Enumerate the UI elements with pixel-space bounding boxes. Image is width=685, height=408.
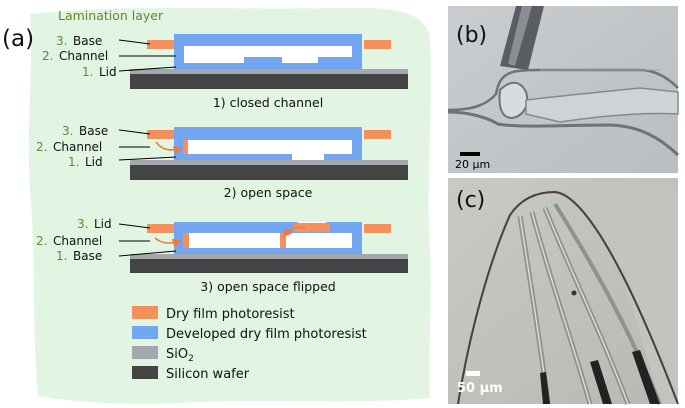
label-text: Base bbox=[79, 124, 108, 138]
label-text: Lid bbox=[94, 217, 112, 231]
label-text: Channel bbox=[59, 49, 108, 63]
dry-film-wall-mid bbox=[280, 233, 286, 248]
silicon-wafer bbox=[130, 259, 408, 273]
label-text: Channel bbox=[53, 140, 102, 154]
micrograph-b: 20 µm bbox=[447, 6, 680, 173]
legend: Dry film photoresist Developed dry film … bbox=[132, 306, 367, 382]
open-space-void bbox=[184, 233, 352, 248]
diagram-caption: 2) open space bbox=[224, 185, 313, 200]
lamination-layer-label: Lamination layer bbox=[58, 8, 164, 23]
dry-film-right bbox=[364, 130, 391, 139]
scalebar-c-label: 50 µm bbox=[457, 381, 503, 396]
scalebar-b-label: 20 µm bbox=[455, 158, 490, 171]
legend-swatch-sio2 bbox=[132, 346, 158, 359]
channel-bump-1 bbox=[244, 57, 282, 63]
legend-swatch-developed bbox=[132, 326, 158, 339]
label-text: Base bbox=[73, 34, 102, 48]
dry-film-right bbox=[364, 224, 391, 233]
lid-bump-right bbox=[282, 63, 318, 69]
legend-label: Dry film photoresist bbox=[166, 307, 295, 322]
diagram-open-space-flipped: 3. Lid 2. Channel 1. Base 3) open space … bbox=[36, 217, 408, 294]
panel-a-label: (a) bbox=[2, 26, 34, 52]
dry-film-right bbox=[364, 40, 391, 49]
scalebar-b bbox=[460, 152, 480, 156]
silicon-wafer bbox=[130, 165, 408, 180]
label-num: 1. bbox=[56, 249, 67, 263]
silicon-wafer bbox=[130, 74, 408, 89]
sio2-layer bbox=[130, 69, 408, 74]
diagram-closed-channel: 3. Base 2. Channel 1. Lid 1) closed chan… bbox=[42, 34, 408, 110]
label-num: 3. bbox=[77, 217, 88, 231]
dry-film-top bbox=[294, 223, 330, 232]
label-text: Lid bbox=[99, 65, 117, 79]
label-num: 1. bbox=[82, 65, 93, 79]
sio2-layer bbox=[130, 254, 408, 259]
channel-bump-2 bbox=[318, 57, 352, 63]
label-num: 3. bbox=[56, 34, 67, 48]
label-num: 3. bbox=[62, 124, 73, 138]
channel-floor-gap-1 bbox=[184, 57, 200, 63]
legend-label-sio2: SiO2 bbox=[166, 347, 194, 364]
label-text: Base bbox=[73, 249, 102, 263]
label-num: 2. bbox=[42, 49, 53, 63]
legend-swatch-dry-film bbox=[132, 306, 158, 319]
dry-film-wall-left bbox=[183, 233, 189, 248]
legend-label: SiO bbox=[166, 347, 188, 362]
lamination-layer-background bbox=[28, 7, 431, 404]
channel-void bbox=[184, 46, 352, 63]
diagram-caption: 1) closed channel bbox=[213, 95, 323, 110]
scalebar-c bbox=[466, 371, 480, 376]
label-text: Lid bbox=[85, 155, 103, 169]
legend-swatch-silicon bbox=[132, 366, 158, 379]
legend-label: Silicon wafer bbox=[166, 367, 250, 382]
dry-film-left bbox=[147, 224, 174, 233]
sio2-layer bbox=[130, 160, 408, 165]
dry-film-left bbox=[147, 130, 174, 139]
diagram-open-space: 3. Base 2. Channel 1. Lid 2) open space bbox=[36, 124, 408, 200]
legend-label: Developed dry film photoresist bbox=[166, 327, 367, 342]
label-num: 2. bbox=[36, 234, 47, 248]
dry-film-left bbox=[147, 40, 174, 49]
diagram-caption: 3) open space flipped bbox=[200, 279, 335, 294]
label-num: 1. bbox=[68, 155, 79, 169]
panel-b-label: (b) bbox=[456, 23, 487, 48]
micrograph-c: 50 µm bbox=[448, 178, 679, 405]
lid-segment-2 bbox=[324, 154, 352, 160]
label-text: Channel bbox=[53, 234, 102, 248]
lid-bump-left bbox=[200, 63, 238, 69]
dry-film-wall bbox=[183, 140, 188, 154]
lid-segment-1 bbox=[184, 154, 292, 160]
legend-label-subscript: 2 bbox=[188, 354, 194, 364]
open-space-void bbox=[184, 140, 352, 154]
panel-c-label: (c) bbox=[456, 188, 485, 213]
lid-gap bbox=[292, 154, 324, 160]
label-num: 2. bbox=[36, 140, 47, 154]
